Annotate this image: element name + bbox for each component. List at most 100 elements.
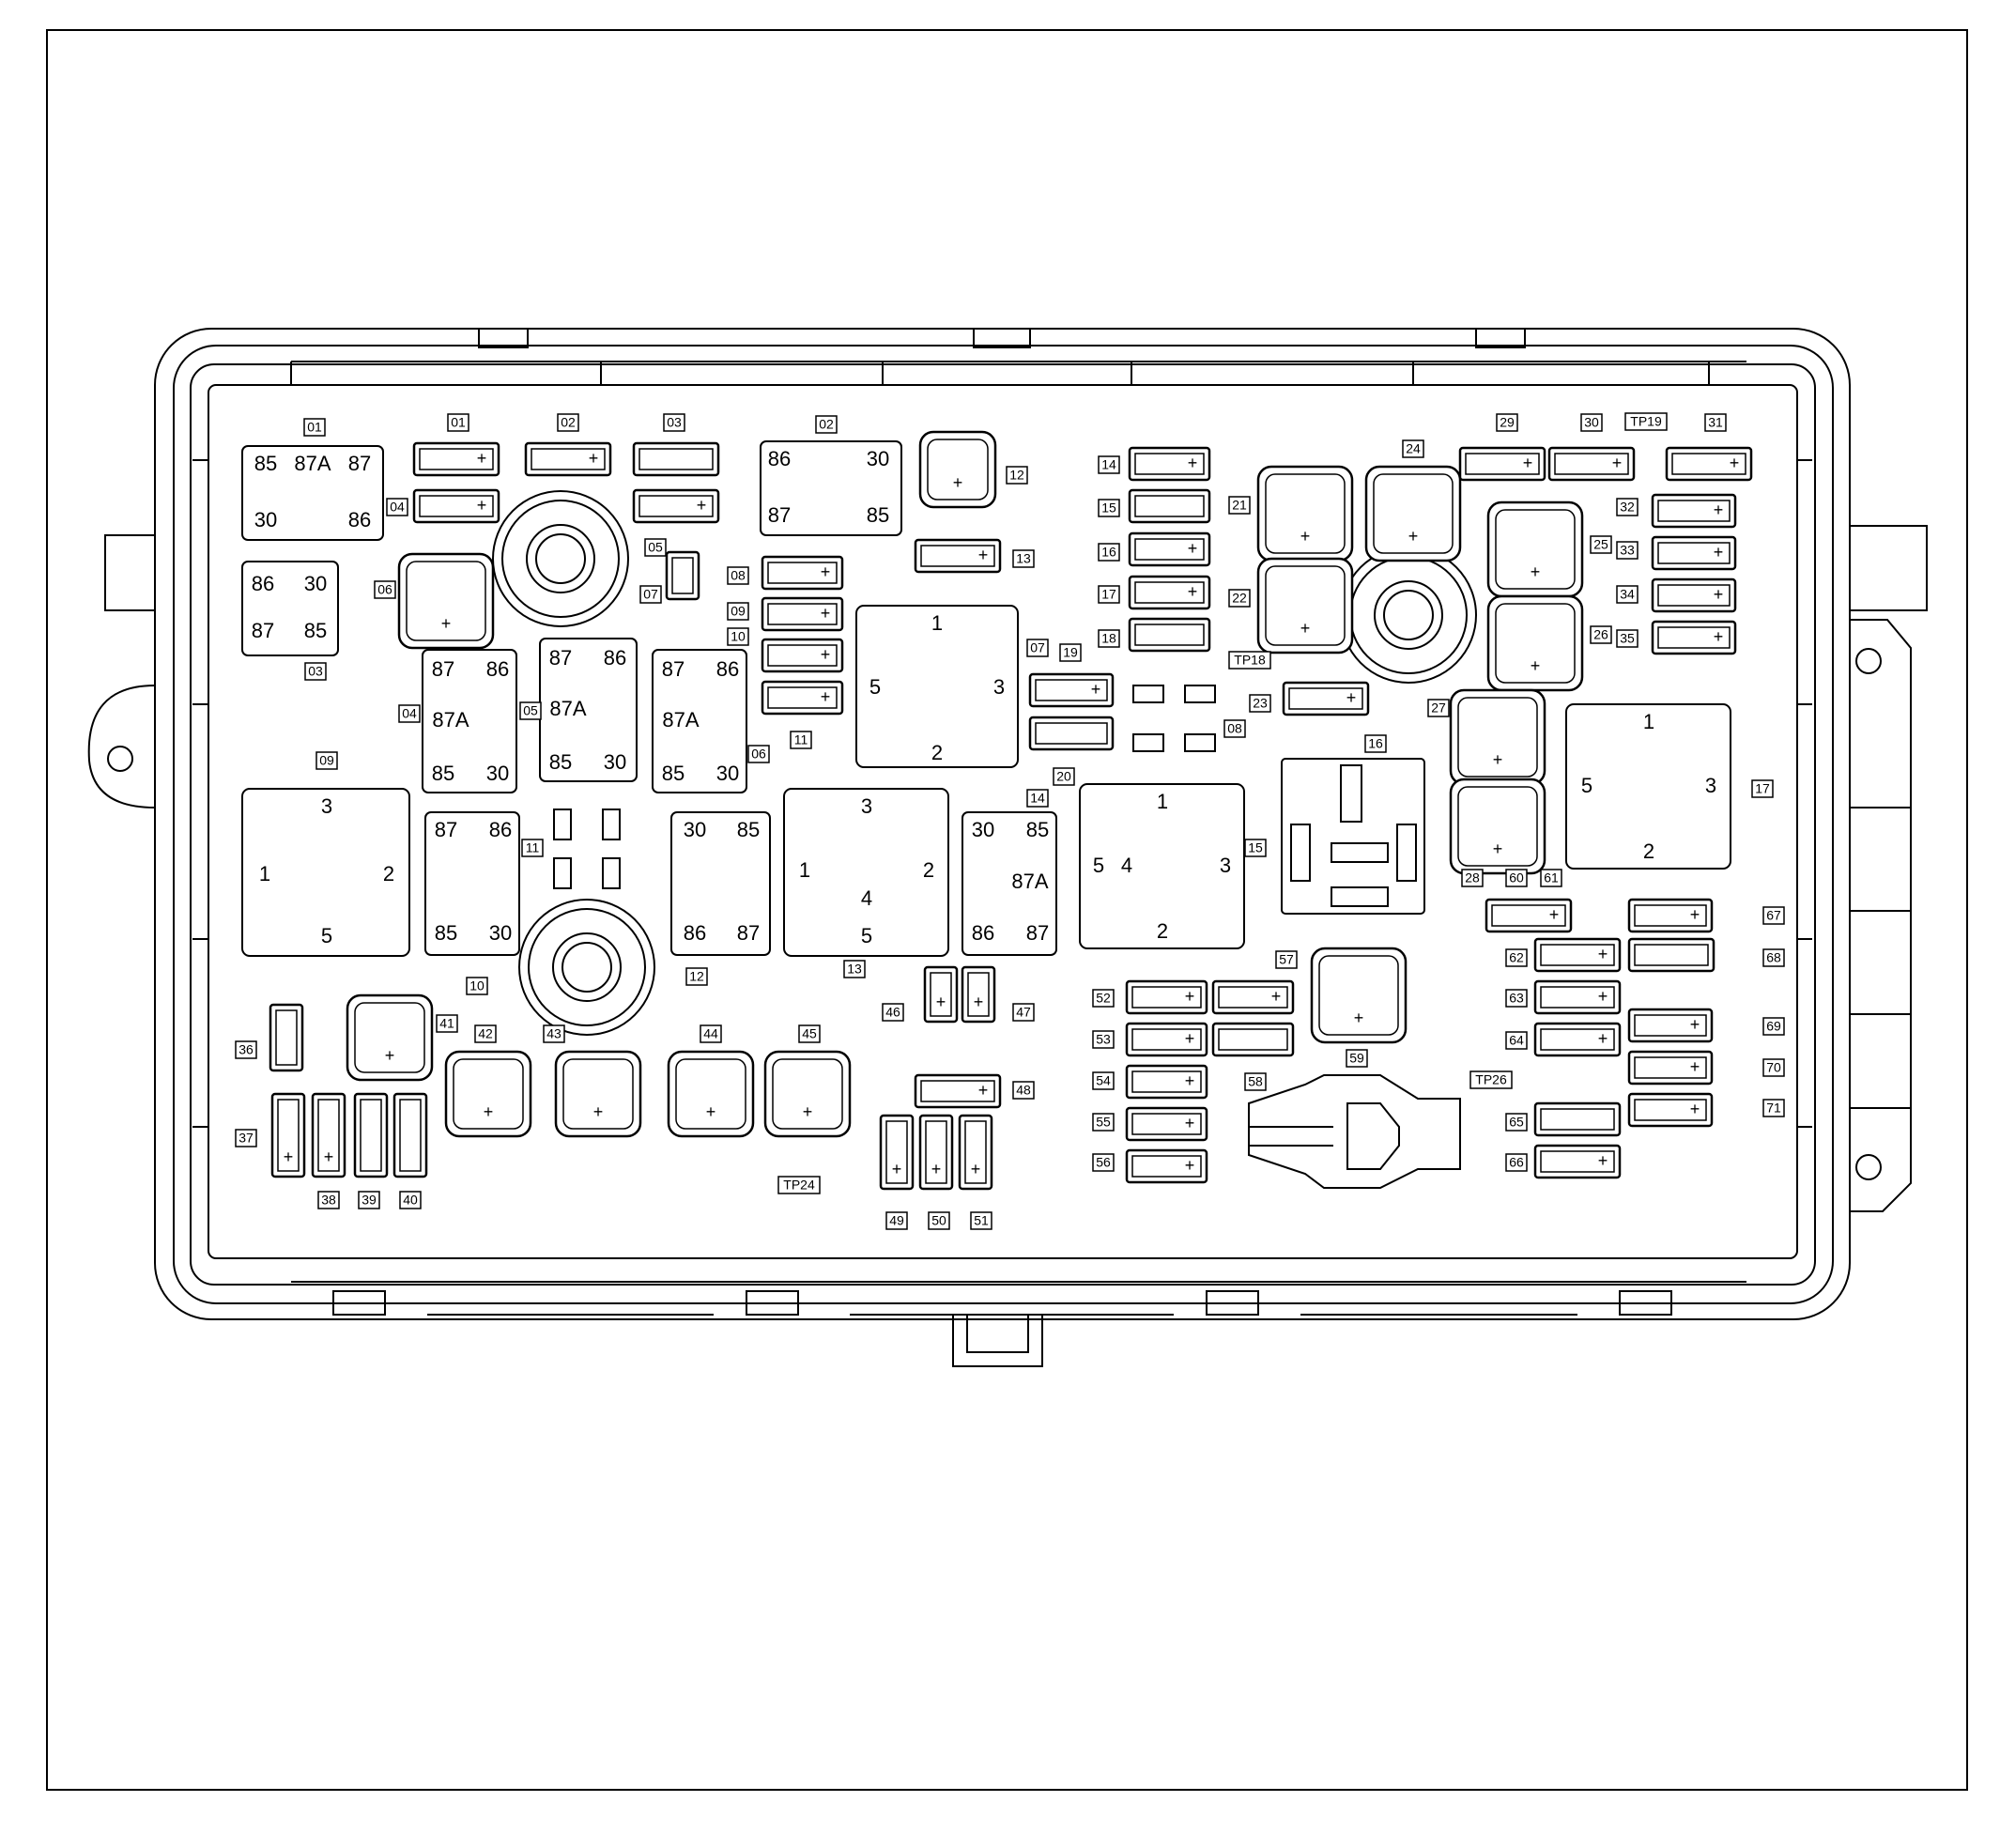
mini-fuse[interactable]: +	[1128, 446, 1211, 482]
mini-fuse[interactable]	[1533, 1101, 1622, 1137]
mini-fuse[interactable]	[665, 550, 700, 601]
jcase-fuse[interactable]: +	[667, 1050, 755, 1138]
callout-TP19: TP19	[1624, 412, 1668, 431]
mini-fuse[interactable]: +	[1627, 1092, 1714, 1128]
mini-fuse[interactable]: +	[1128, 531, 1211, 567]
mini-fuse[interactable]: +	[1651, 620, 1737, 655]
mini-fuse[interactable]: +	[1627, 1050, 1714, 1086]
mini-fuse[interactable]: +	[1651, 535, 1737, 571]
mini-fuse[interactable]: +	[1125, 1148, 1208, 1184]
mini-fuse[interactable]: +	[270, 1092, 306, 1178]
callout-label: 28	[1465, 870, 1480, 886]
callout-45: 45	[798, 1024, 821, 1043]
mini-fuse[interactable]: +	[1627, 1008, 1714, 1043]
mini-fuse[interactable]: +	[1651, 493, 1737, 529]
mini-fuse[interactable]: +	[1128, 575, 1211, 610]
mini-fuse[interactable]	[1128, 617, 1211, 653]
mini-fuse[interactable]: +	[958, 1114, 993, 1191]
callout-label: 02	[561, 415, 576, 430]
jcase-fuse[interactable]: +	[1449, 778, 1546, 875]
plus-marker: +	[821, 645, 831, 664]
plus-marker: +	[1300, 619, 1311, 638]
callout-label: 04	[390, 500, 405, 515]
jcase-fuse[interactable]: +	[1364, 465, 1462, 562]
mini-fuse[interactable]: +	[914, 538, 1002, 574]
jcase-fuse[interactable]: +	[1486, 500, 1584, 598]
mini-fuse[interactable]: +	[1211, 979, 1295, 1015]
mini-fuse[interactable]	[1627, 937, 1715, 973]
jcase-fuse[interactable]: +	[397, 552, 495, 650]
mini-fuse[interactable]	[353, 1092, 389, 1178]
callout-44: 44	[700, 1024, 722, 1043]
mini-fuse[interactable]: +	[1485, 898, 1573, 933]
jcase-fuse[interactable]: +	[1310, 947, 1408, 1044]
jcase-fuse[interactable]: +	[554, 1050, 642, 1138]
mini-fuse[interactable]: +	[1533, 1144, 1622, 1179]
callout-label: 32	[1620, 500, 1635, 515]
mini-fuse[interactable]: +	[914, 1073, 1002, 1109]
mini-fuse[interactable]: +	[1458, 446, 1546, 482]
mini-fuse[interactable]	[1128, 488, 1211, 524]
mini-fuse[interactable]: +	[1028, 672, 1115, 708]
mini-fuse[interactable]: +	[761, 680, 844, 716]
mini-fuse[interactable]: +	[1125, 1022, 1208, 1057]
mini-fuse[interactable]: +	[524, 441, 612, 477]
jcase-fuse[interactable]: +	[1486, 594, 1584, 692]
mini-fuse[interactable]: +	[1125, 1064, 1208, 1100]
mini-fuse[interactable]: +	[1533, 979, 1622, 1015]
mini-fuse[interactable]: +	[961, 965, 996, 1024]
mini-fuse[interactable]	[392, 1092, 428, 1178]
mini-fuse[interactable]: +	[1627, 898, 1714, 933]
plus-marker: +	[589, 449, 599, 468]
mini-fuse[interactable]: +	[1533, 1022, 1622, 1057]
mini-fuse[interactable]	[269, 1003, 304, 1072]
mini-fuse[interactable]: +	[761, 555, 844, 591]
callout-70: 70	[1762, 1058, 1785, 1077]
mini-fuse[interactable]: +	[761, 596, 844, 632]
mini-fuse[interactable]: +	[1547, 446, 1636, 482]
mini-fuse[interactable]: +	[632, 488, 720, 524]
jcase-fuse[interactable]: +	[763, 1050, 852, 1138]
mini-fuse[interactable]: +	[1282, 681, 1370, 716]
relay-06-pin: 86	[716, 657, 739, 681]
mini-fuse[interactable]: +	[879, 1114, 915, 1191]
mini-fuse[interactable]: +	[918, 1114, 954, 1191]
mini-fuse[interactable]: +	[1125, 979, 1208, 1015]
mini-fuse[interactable]: +	[1533, 937, 1622, 973]
mini-fuse[interactable]	[1211, 1022, 1295, 1057]
callout-label: 47	[1016, 1005, 1031, 1020]
jcase-fuse[interactable]: +	[1256, 465, 1354, 562]
jcase-fuse[interactable]: +	[444, 1050, 532, 1138]
jcase-fuse[interactable]: +	[346, 993, 434, 1082]
mini-fuse[interactable]	[1028, 716, 1115, 751]
mini-fuse[interactable]	[632, 441, 720, 477]
callout-04: 04	[386, 498, 408, 516]
mini-fuse[interactable]: +	[761, 638, 844, 673]
plus-marker: +	[1300, 527, 1311, 546]
mini-fuse[interactable]: +	[412, 441, 500, 477]
plus-marker: +	[1690, 1057, 1700, 1076]
mini-fuse[interactable]: +	[923, 965, 959, 1024]
mini-fuse[interactable]: +	[311, 1092, 346, 1178]
mini-fuse[interactable]: +	[1651, 578, 1737, 613]
jcase-fuse[interactable]: +	[1449, 688, 1546, 786]
mini-fuse[interactable]: +	[1125, 1106, 1208, 1142]
jcase-fuse[interactable]: +	[918, 430, 997, 509]
jcase-fuse[interactable]: +	[1256, 557, 1354, 654]
mini-fuse[interactable]: +	[412, 488, 500, 524]
mini-fuse[interactable]: +	[1665, 446, 1753, 482]
